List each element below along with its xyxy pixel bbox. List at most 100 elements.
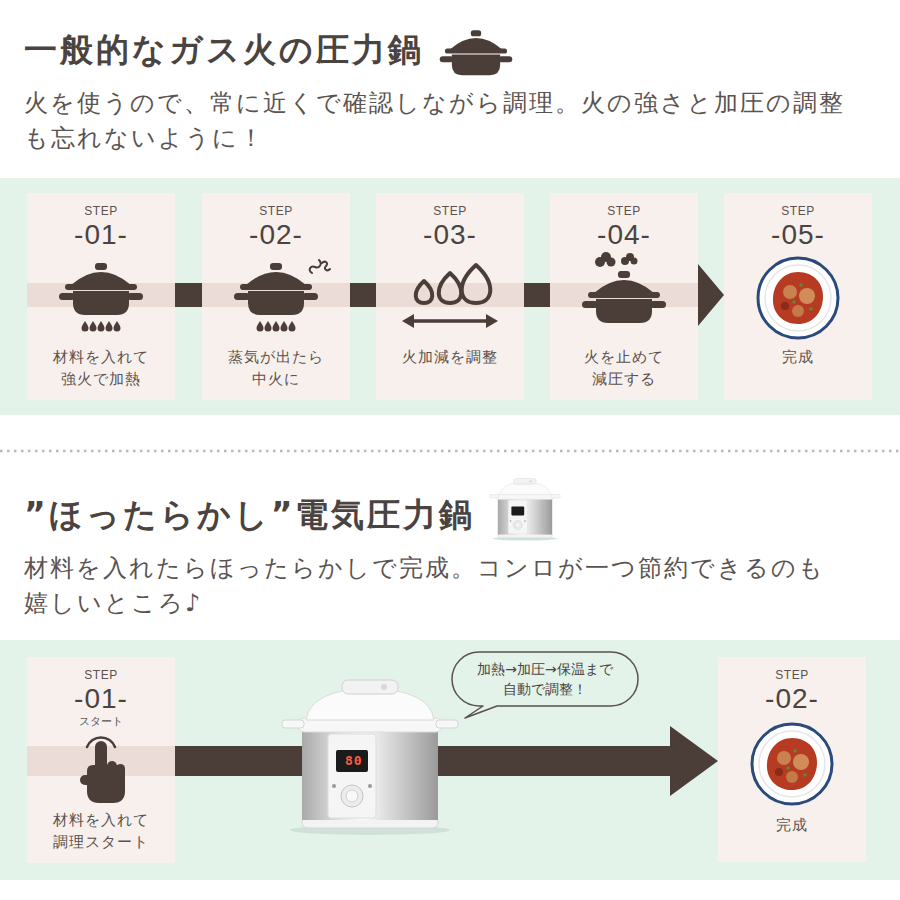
icon-area (27, 729, 175, 807)
icon-area (27, 251, 175, 344)
illustration-part (440, 30, 513, 75)
step-number: -03- (423, 219, 477, 251)
icon-area (724, 251, 872, 344)
illustration-part (59, 263, 143, 315)
step-label: STEP (781, 203, 814, 219)
illustration-part (486, 314, 498, 328)
step-box: STEP-05- 完成 (724, 193, 872, 400)
illustration-part (257, 321, 264, 332)
section-heading: 一般的なガス火の圧力鍋 (24, 30, 424, 70)
flow-arrow (175, 726, 718, 796)
step-box: STEP-01-スタート 材料を入れて 調理スタート (27, 657, 175, 863)
illustration-part (265, 321, 272, 332)
step-caption: 蒸気が出たら 中火に (216, 346, 336, 390)
step-number: -05- (771, 219, 825, 251)
step-label: STEP (84, 203, 117, 219)
illustration-part (106, 321, 113, 332)
illustration-part (452, 652, 638, 718)
illustration-part (90, 321, 97, 332)
dish-icon (724, 251, 872, 344)
illustration-part (80, 741, 125, 803)
illustration-part (462, 265, 491, 303)
illustration-part (310, 260, 321, 273)
step-caption: 完成 (782, 346, 814, 368)
illustration-part (595, 252, 638, 267)
illustration-part (439, 273, 462, 303)
cooker-icon (489, 477, 561, 541)
step-caption: 材料を入れて 調理スタート (41, 809, 161, 853)
illustration-part (416, 265, 491, 303)
illustration-part (107, 761, 117, 775)
illustration-part (289, 321, 296, 332)
arrow-shaft (524, 283, 550, 307)
step-caption: 完成 (776, 814, 808, 836)
callout-text: 加熱→加圧→保温まで 自動で調整！ (466, 659, 624, 699)
arrow-head (698, 264, 724, 326)
icon-area (718, 715, 866, 812)
tap-hand-icon (27, 729, 175, 807)
section-description: 材料を入れたらほったらかしで完成。コンロが一つ節約できるのも 嬉しいところ♪ (24, 551, 884, 621)
illustration-part (0, 450, 900, 453)
illustration-part (281, 321, 288, 332)
step-label: STEP (775, 667, 808, 683)
step-box: STEP-04- 火を止めて 減圧する (550, 193, 698, 400)
step-box: STEP-03- 火加減を調整 (376, 193, 524, 400)
illustration-part (82, 321, 89, 332)
start-label: スタート (79, 715, 123, 729)
step-number: -01- (74, 683, 128, 715)
illustration-part (758, 258, 838, 338)
illustration-part (582, 271, 666, 323)
illustration-part (752, 724, 832, 804)
flow-arrow (524, 295, 550, 296)
illustration-part (0, 640, 900, 880)
step-label: STEP (259, 203, 292, 219)
illustration-part (234, 263, 318, 315)
illustration-part (257, 321, 296, 332)
steaming-pot-icon (202, 251, 350, 344)
illustration-part (416, 281, 433, 303)
illustration-part (82, 321, 121, 332)
illustration-part (87, 765, 125, 803)
step-number: -02- (765, 683, 819, 715)
step-number: -01- (74, 219, 128, 251)
illustration-part (114, 321, 121, 332)
flow-arrow (175, 295, 202, 296)
pot-icon (438, 25, 514, 77)
icon-area (550, 251, 698, 344)
illustration-part (410, 319, 490, 323)
step-box: STEP-02- 蒸気が出たら 中火に (202, 193, 350, 400)
pot-release-icon (550, 251, 698, 344)
illustration-part (273, 321, 280, 332)
flame-adjust-icon (376, 251, 524, 344)
illustration-part (80, 775, 92, 785)
section-heading: ”ほったらかし”電気圧力鍋 (24, 495, 475, 535)
arrow-shaft (350, 283, 376, 307)
step-caption: 材料を入れて 強火で加熱 (41, 346, 161, 390)
pot-on-fire-icon (27, 251, 175, 344)
illustration-part (607, 258, 616, 267)
step-label: STEP (607, 203, 640, 219)
arrow-head (670, 726, 718, 796)
step-number: -04- (597, 219, 651, 251)
illustration-part (490, 479, 560, 541)
speech-bubble-outline (452, 652, 638, 706)
illustration-part (631, 258, 638, 265)
speech-bubble: 加熱→加圧→保温まで 自動で調整！ (452, 652, 638, 706)
display-reading: 80 (345, 754, 363, 768)
step-box: STEP-02- 完成 (718, 657, 866, 862)
step-label: STEP (84, 667, 117, 683)
illustration-part (98, 321, 105, 332)
arrow-shaft (175, 283, 202, 307)
step-caption: 火加減を調整 (402, 346, 498, 368)
illustration-part (310, 260, 330, 273)
icon-area (376, 251, 524, 344)
section-description: 火を使うので、常に近くで確認しながら調理。火の強さと加圧の調整 も忘れないように… (24, 86, 884, 156)
flow-arrow (350, 295, 376, 296)
step-box: STEP-01- 材料を入れて 強火で加熱 (27, 193, 175, 400)
illustration-part (282, 680, 458, 835)
illustration-part (322, 262, 330, 270)
step-label: STEP (433, 203, 466, 219)
step-number: -02- (249, 219, 303, 251)
illustration-part (116, 764, 125, 776)
dish-icon (718, 715, 866, 812)
